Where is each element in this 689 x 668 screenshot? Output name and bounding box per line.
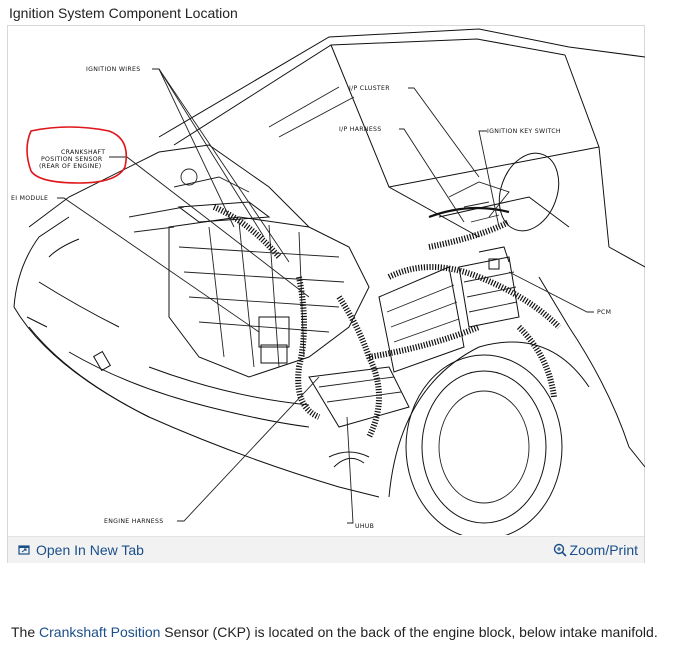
zoom-print-label: Zoom/Print <box>569 542 638 558</box>
open-in-new-tab-link[interactable]: Open In New Tab <box>18 542 144 558</box>
label-engine-harness: ENGINE HARNESS <box>104 518 163 525</box>
label-pcm: PCM <box>597 309 611 316</box>
crankshaft-position-link[interactable]: Crankshaft Position <box>39 624 161 640</box>
figure-toolbar: Open In New Tab Zoom/Print <box>8 536 644 563</box>
front-wheel <box>388 341 590 535</box>
label-ckp-line3: (REAR OF ENGINE) <box>39 163 101 170</box>
dashboard-steering <box>438 152 570 232</box>
label-uhub: UHUB <box>355 523 374 530</box>
ckp-highlight-circle <box>26 126 128 184</box>
label-ckp-line2: POSITION SENSOR <box>41 156 103 163</box>
open-in-new-tab-label: Open In New Tab <box>36 542 144 558</box>
label-ignition-key-switch: IGNITION KEY SWITCH <box>487 128 561 135</box>
label-ei-module: EI MODULE <box>11 195 48 202</box>
caption-after: Sensor (CKP) is located on the back of t… <box>160 624 658 640</box>
diagram-figure: IGNITION WIRES I/P CLUSTER I/P HARNESS I… <box>7 25 645 563</box>
label-ip-harness: I/P HARNESS <box>339 126 382 133</box>
page-title: Ignition System Component Location <box>9 5 238 21</box>
open-tab-icon <box>18 545 30 555</box>
windshield-outline <box>158 28 645 248</box>
engine-block <box>128 168 370 378</box>
pcm-box <box>458 246 520 328</box>
zoom-print-link[interactable]: Zoom/Print <box>553 542 638 558</box>
caption-text: The Crankshaft Position Sensor (CKP) is … <box>11 624 658 640</box>
wiring-harnesses <box>212 204 562 439</box>
zoom-icon <box>553 543 567 557</box>
ignition-component-diagram: IGNITION WIRES I/P CLUSTER I/P HARNESS I… <box>11 28 645 535</box>
label-ignition-wires: IGNITION WIRES <box>86 66 140 73</box>
label-ckp-line1: CRANKSHAFT <box>61 149 105 156</box>
caption-before: The <box>11 624 40 640</box>
intake-assembly <box>308 266 465 428</box>
label-ip-cluster: I/P CLUSTER <box>349 85 390 92</box>
